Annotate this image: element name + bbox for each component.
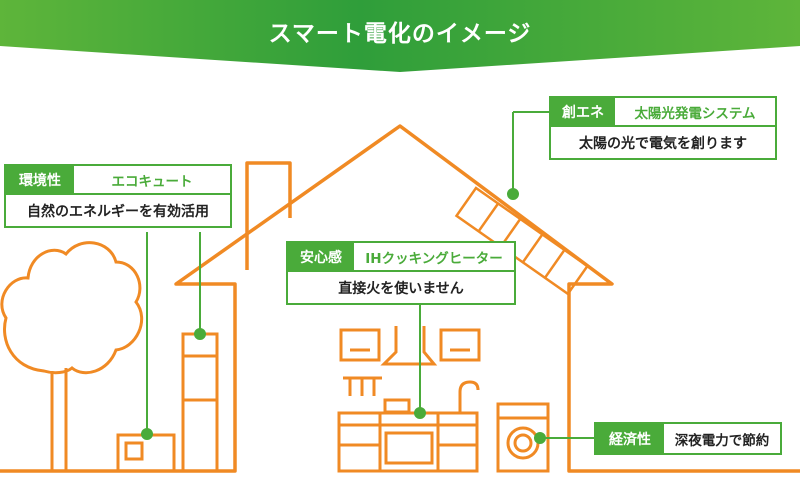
chimney bbox=[245, 161, 292, 270]
label-ecocute-name: エコキュート bbox=[74, 166, 230, 193]
label-ecocute: 環境性 エコキュート 自然のエネルギーを有効活用 bbox=[4, 164, 232, 228]
tree-icon bbox=[0, 241, 143, 471]
label-ih-name: IHクッキングヒーター bbox=[354, 243, 514, 270]
label-ih: 安心感 IHクッキングヒーター 直接火を使いません bbox=[286, 241, 516, 305]
label-econ-tag: 経済性 bbox=[596, 424, 664, 453]
page-title: スマート電化のイメージ bbox=[268, 21, 532, 47]
label-solar: 創エネ 太陽光発電システム 太陽の光で電気を創ります bbox=[549, 96, 777, 160]
label-econ-desc: 深夜電力で節約 bbox=[664, 424, 780, 453]
label-ecocute-desc: 自然のエネルギーを有効活用 bbox=[4, 195, 232, 228]
label-econ: 経済性 深夜電力で節約 bbox=[594, 422, 782, 455]
label-solar-name: 太陽光発電システム bbox=[615, 98, 775, 125]
label-solar-desc: 太陽の光で電気を創ります bbox=[549, 127, 777, 160]
kitchen-icon bbox=[337, 326, 481, 473]
house-outline bbox=[0, 124, 800, 473]
label-ih-tag: 安心感 bbox=[288, 243, 354, 270]
label-solar-tag: 創エネ bbox=[551, 98, 615, 125]
ecocute-tank-icon bbox=[116, 332, 219, 473]
label-ih-desc: 直接火を使いません bbox=[286, 272, 516, 305]
label-ecocute-tag: 環境性 bbox=[6, 166, 74, 193]
